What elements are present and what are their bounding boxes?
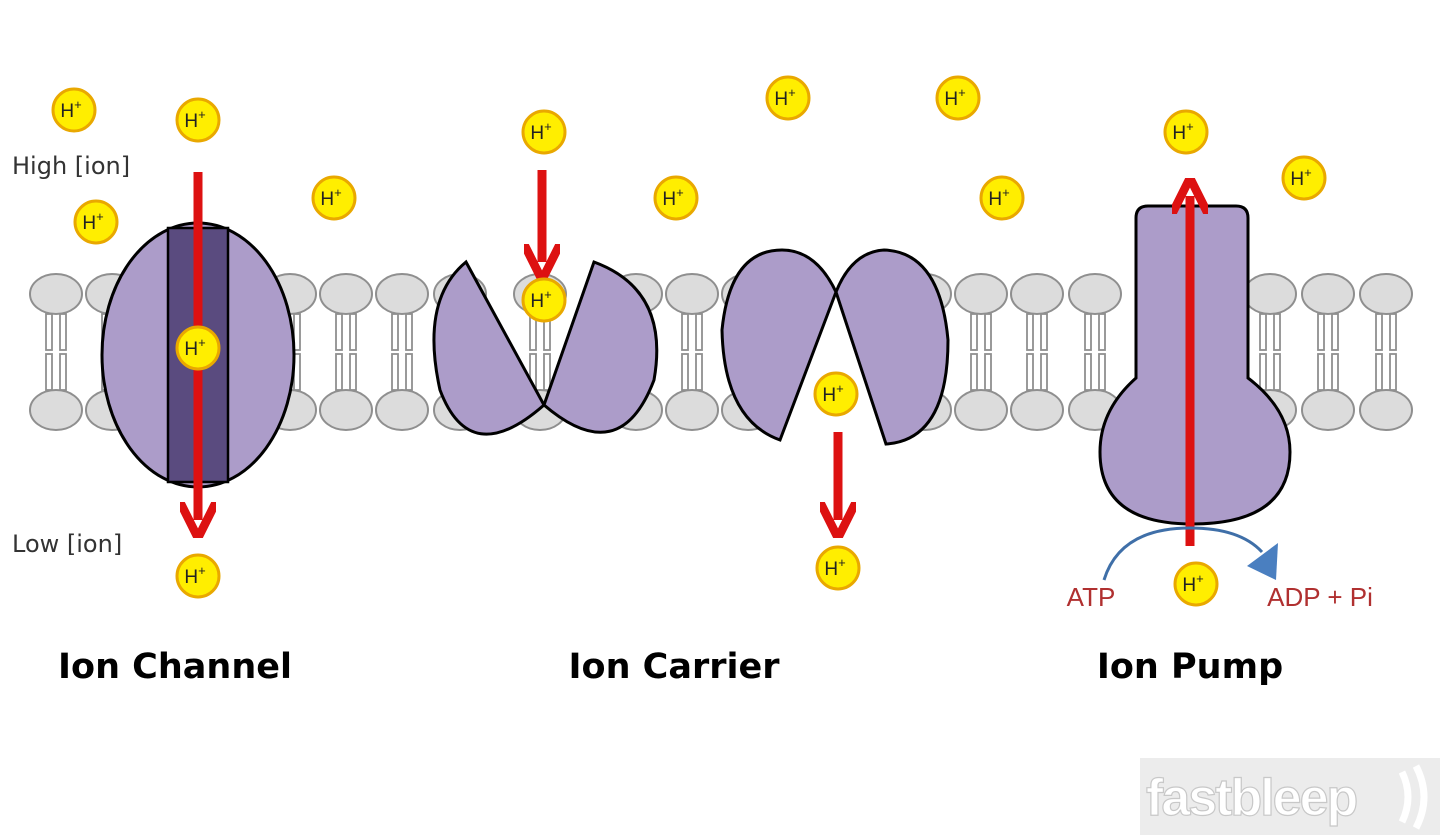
ion-layer: H+ H+ H+ H+ H+ H+ H+ H+ H+ H+ H+ H+ H+ H+ H+ H+ H+ [51,75,1327,607]
high-concentration-label: High [ion] [12,152,130,180]
ion-circle [1281,155,1327,201]
ion-charge: + [1186,119,1194,134]
lipid-molecule [1010,273,1064,431]
ion-circle [521,109,567,155]
ion-carrier-open-bottom [720,248,950,520]
ion-circle [175,325,221,371]
ion-charge: + [1196,571,1204,586]
hydrogen-ion: H+ [1163,109,1209,155]
ion-charge: + [1304,165,1312,180]
ion-charge: + [74,97,82,112]
ion-charge: + [1002,185,1010,200]
ion-circle [311,175,357,221]
ion-circle [813,371,859,417]
lipid-molecule [954,273,1008,431]
carrier-left-half [720,248,838,442]
ion-circle [521,277,567,323]
ion-charge: + [836,381,844,396]
ion-charge: + [198,335,206,350]
ion-charge: + [676,185,684,200]
adp-pi-label: ADP + Pi [1267,582,1373,612]
atp-hydrolysis-arc [1102,526,1264,581]
hydrogen-ion: H+ [311,175,357,221]
hydrogen-ion: H+ [815,545,861,591]
atp-label: ATP [1067,582,1116,612]
hydrogen-ion: H+ [1281,155,1327,201]
hydrogen-ion: H+ [51,87,97,133]
ion-circle [815,545,861,591]
ion-circle [1163,109,1209,155]
hydrogen-ion: H+ [653,175,699,221]
ion-charge: + [544,119,552,134]
ion-charge: + [96,209,104,224]
hydrogen-ion: H+ [175,325,221,371]
lipid-molecule [29,273,83,431]
fastbleep-logo: fastbleep [1140,758,1440,835]
hydrogen-ion: H+ [521,109,567,155]
ion-charge: + [334,185,342,200]
lipid-molecule [1359,273,1413,431]
hydrogen-ion: H+ [935,75,981,121]
hydrogen-ion: H+ [521,277,567,323]
carrier-right-half [542,260,659,434]
ion-charge: + [198,107,206,122]
hydrogen-ion: H+ [979,175,1025,221]
hydrogen-ion: H+ [175,97,221,143]
lipid-molecule [1301,273,1355,431]
ion-circle [73,199,119,245]
logo-text: fastbleep [1146,769,1357,827]
ion-charge: + [838,555,846,570]
ion-carrier-title: Ion Carrier [569,647,781,687]
ion-charge: + [544,287,552,302]
carrier-left-half [432,259,546,436]
ion-circle [935,75,981,121]
ion-charge: + [788,85,796,100]
ion-circle [175,553,221,599]
ion-circle [51,87,97,133]
ion-charge: + [198,563,206,578]
logo-wave-icon [1398,770,1412,824]
ion-carrier-open-top [432,170,659,436]
ion-circle [1173,561,1219,607]
atp-hydrolysis-arrowhead [1247,543,1278,580]
logo-backdrop [1140,758,1440,835]
logo-wave-icon [1412,764,1428,830]
ion-circle [765,75,811,121]
lipid-molecule [375,273,429,431]
ion-circle [653,175,699,221]
hydrogen-ion: H+ [175,553,221,599]
ion-pump [1098,196,1292,581]
ion-circle [175,97,221,143]
hydrogen-ion: H+ [813,371,859,417]
ion-pump-title: Ion Pump [1097,647,1283,687]
ion-circle [979,175,1025,221]
ion-charge: + [958,85,966,100]
hydrogen-ion: H+ [765,75,811,121]
ion-channel-title: Ion Channel [58,647,292,687]
lipid-molecule [665,273,719,431]
lipid-molecule [319,273,373,431]
carrier-right-half [834,248,950,446]
hydrogen-ion: H+ [1173,561,1219,607]
low-concentration-label: Low [ion] [12,530,122,558]
hydrogen-ion: H+ [73,199,119,245]
